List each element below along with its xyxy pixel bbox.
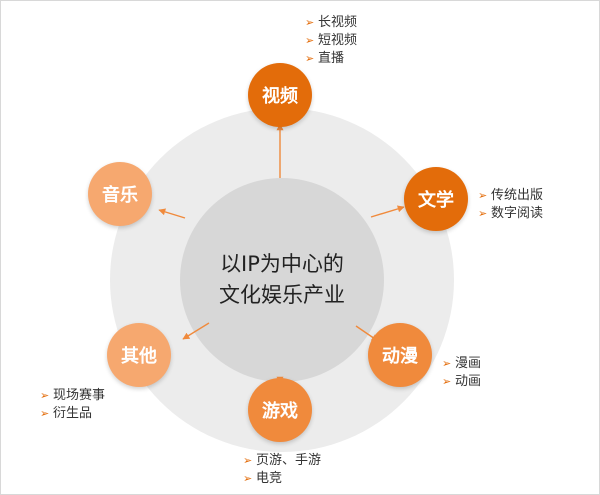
node-other: 其他 — [107, 323, 171, 387]
bullet-icon: ➢ — [442, 357, 452, 370]
bullet-icon: ➢ — [442, 375, 452, 388]
bullet-icon: ➢ — [40, 407, 50, 420]
center-circle: 以IP为中心的 文化娱乐产业 — [180, 178, 384, 382]
center-title-line2: 文化娱乐产业 — [219, 283, 345, 307]
video-items: ➢长视频 ➢短视频 ➢直播 — [305, 14, 357, 68]
list-item: ➢传统出版 — [478, 187, 543, 205]
item-label: 动画 — [455, 374, 482, 389]
list-item: ➢长视频 — [305, 14, 357, 32]
item-label: 电竞 — [256, 471, 283, 486]
literature-items: ➢传统出版 ➢数字阅读 — [478, 187, 543, 223]
node-other-label: 其他 — [121, 346, 157, 367]
item-label: 页游、手游 — [256, 453, 322, 468]
node-literature: 文学 — [404, 167, 468, 231]
list-item: ➢直播 — [305, 50, 357, 68]
list-item: ➢电竞 — [243, 470, 321, 488]
bullet-icon: ➢ — [40, 389, 50, 402]
center-title-line1: 以IP为中心的 — [220, 252, 344, 276]
list-item: ➢漫画 — [442, 355, 481, 373]
arrow-to-other — [182, 322, 210, 340]
bullet-icon: ➢ — [478, 189, 488, 202]
item-label: 数字阅读 — [491, 206, 544, 221]
bullet-icon: ➢ — [243, 454, 253, 467]
list-item: ➢衍生品 — [40, 405, 105, 423]
node-music-label: 音乐 — [102, 185, 138, 206]
list-item: ➢现场赛事 — [40, 387, 105, 405]
node-anime-label: 动漫 — [382, 346, 418, 367]
game-items: ➢页游、手游 ➢电竞 — [243, 452, 321, 488]
other-items: ➢现场赛事 ➢衍生品 — [40, 387, 105, 423]
bullet-icon: ➢ — [478, 207, 488, 220]
node-literature-label: 文学 — [418, 190, 454, 211]
item-label: 传统出版 — [491, 188, 544, 203]
list-item: ➢页游、手游 — [243, 452, 321, 470]
bullet-icon: ➢ — [243, 472, 253, 485]
list-item: ➢动画 — [442, 373, 481, 391]
bullet-icon: ➢ — [305, 16, 315, 29]
item-label: 直播 — [318, 51, 345, 66]
node-game-label: 游戏 — [262, 401, 298, 422]
bullet-icon: ➢ — [305, 52, 315, 65]
list-item: ➢数字阅读 — [478, 205, 543, 223]
node-video: 视频 — [248, 63, 312, 127]
item-label: 漫画 — [455, 356, 482, 371]
node-game: 游戏 — [248, 378, 312, 442]
arrow-to-music — [158, 208, 186, 219]
item-label: 长视频 — [318, 15, 358, 30]
arrow-to-literature — [370, 205, 405, 218]
anime-items: ➢漫画 ➢动画 — [442, 355, 481, 391]
bullet-icon: ➢ — [305, 34, 315, 47]
item-label: 衍生品 — [53, 406, 93, 421]
list-item: ➢短视频 — [305, 32, 357, 50]
node-anime: 动漫 — [368, 323, 432, 387]
item-label: 现场赛事 — [53, 388, 106, 403]
item-label: 短视频 — [318, 33, 358, 48]
node-video-label: 视频 — [262, 86, 298, 107]
node-music: 音乐 — [88, 162, 152, 226]
